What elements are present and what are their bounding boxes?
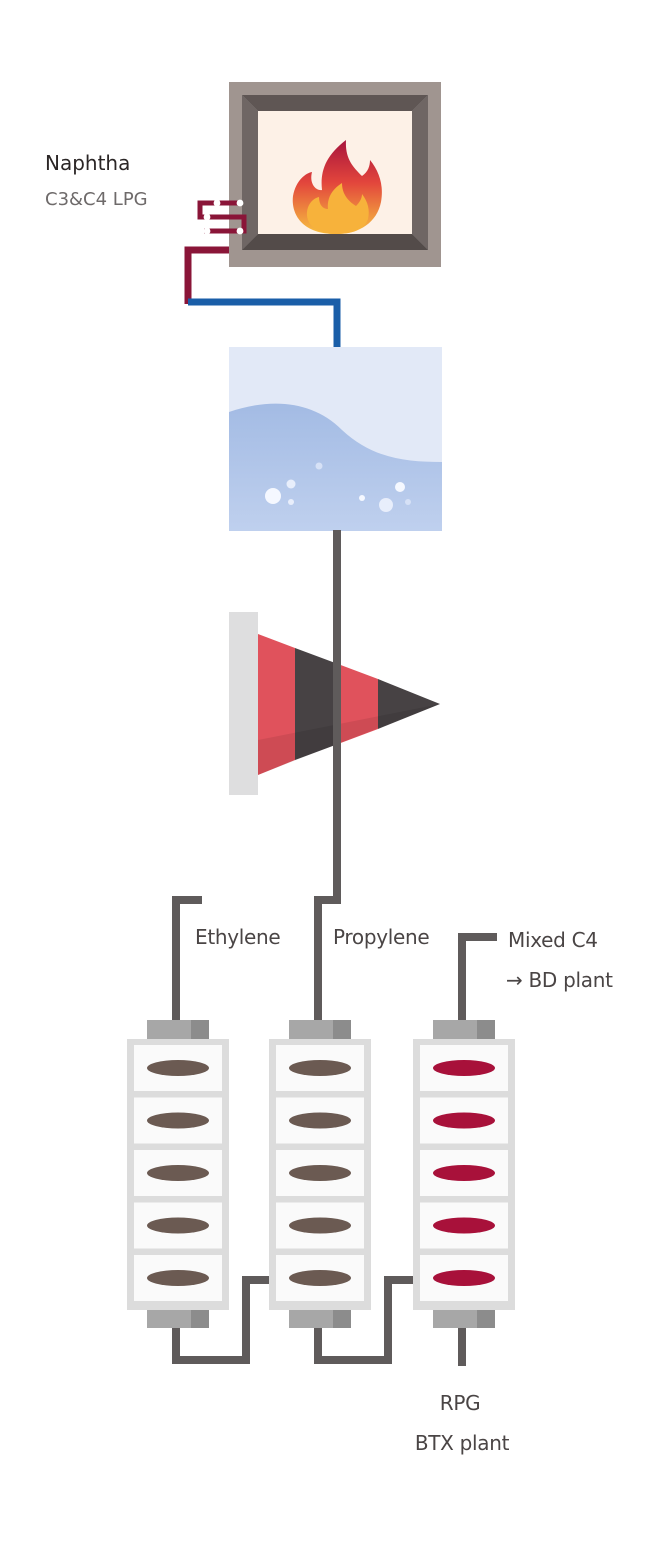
tray-icon (433, 1112, 495, 1129)
feed-coil-icon (197, 199, 247, 235)
label-ethylene: Ethylene (195, 925, 280, 949)
distillation-column-icon (413, 1020, 515, 1328)
tray-icon (147, 1060, 209, 1076)
tray-icon (147, 1270, 209, 1286)
pipe-joint (333, 530, 341, 540)
furnace-icon (197, 82, 441, 267)
pipe-propylene (314, 896, 341, 1022)
pipe-col1-to-col2 (172, 1276, 272, 1364)
feed-pipe (184, 246, 234, 304)
pipe-col2-to-col3 (314, 1276, 414, 1364)
tray-icon (289, 1165, 351, 1181)
tray-icon (289, 1217, 351, 1234)
tray-icon (433, 1270, 495, 1286)
distillation-column-icon (269, 1020, 371, 1328)
tray-icon (147, 1165, 209, 1181)
label-bd-plant: → BD plant (506, 968, 613, 992)
tray-icon (433, 1165, 495, 1181)
process-pipe-overlay (333, 612, 341, 795)
feed-label-primary: Naphtha (45, 151, 130, 175)
label-mixed-c4: Mixed C4 (508, 928, 598, 952)
label-rpg: RPG (440, 1391, 481, 1415)
tray-icon (147, 1112, 209, 1129)
cooling-pipe (188, 298, 341, 348)
compressor-icon (229, 612, 440, 795)
tray-icon (147, 1217, 209, 1234)
pipe-ethylene (172, 896, 202, 1022)
tray-icon (289, 1270, 351, 1286)
tray-icon (433, 1060, 495, 1076)
pipe-mixed-c4 (458, 933, 497, 1022)
quench-tower-icon (229, 347, 442, 531)
label-btx-plant: BTX plant (415, 1431, 510, 1455)
label-propylene: Propylene (333, 925, 429, 949)
tray-icon (289, 1060, 351, 1076)
flame-icon (292, 140, 382, 234)
feed-label-secondary: C3&C4 LPG (45, 189, 148, 210)
tray-icon (289, 1112, 351, 1129)
distillation-columns (127, 1020, 515, 1328)
distillation-column-icon (127, 1020, 229, 1328)
tray-icon (433, 1217, 495, 1234)
